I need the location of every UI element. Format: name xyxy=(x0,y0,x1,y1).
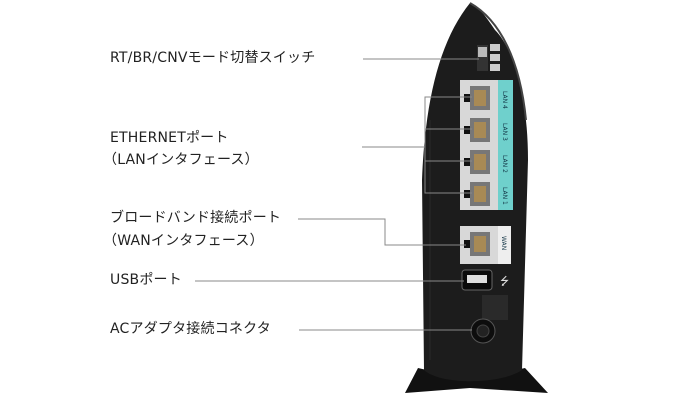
ethernet-callout-line1: ETHERNETポート xyxy=(110,130,229,146)
lan2-label: LAN 2 xyxy=(501,155,508,173)
lan4-port[interactable] xyxy=(464,86,490,110)
lan3-label: LAN 3 xyxy=(501,123,508,141)
usb-icon: ⭍ xyxy=(500,275,509,288)
lan2-port[interactable] xyxy=(464,150,490,174)
broadband-callout-line2: （WANインタフェース） xyxy=(103,233,264,249)
lan1-label: LAN 1 xyxy=(501,187,508,205)
usb-callout: USBポート xyxy=(110,272,182,288)
mode-switch-callout: RT/BR/CNVモード切替スイッチ xyxy=(110,50,316,66)
wan-port[interactable] xyxy=(464,232,490,256)
ac-callout: ACアダプタ接続コネクタ xyxy=(110,321,271,337)
ac-power-jack[interactable] xyxy=(470,318,496,344)
lan1-port[interactable] xyxy=(464,182,490,206)
mode-switch[interactable] xyxy=(477,44,500,71)
ethernet-callout-line2: （LANインタフェース） xyxy=(103,152,259,168)
lan4-label: LAN 4 xyxy=(501,91,508,109)
broadband-callout-line1: ブロードバンド接続ポート xyxy=(110,210,282,226)
leader-lines xyxy=(195,58,479,331)
lan3-port[interactable] xyxy=(464,118,490,142)
usb-port[interactable] xyxy=(461,269,493,291)
wan-label: WAN xyxy=(500,236,507,250)
